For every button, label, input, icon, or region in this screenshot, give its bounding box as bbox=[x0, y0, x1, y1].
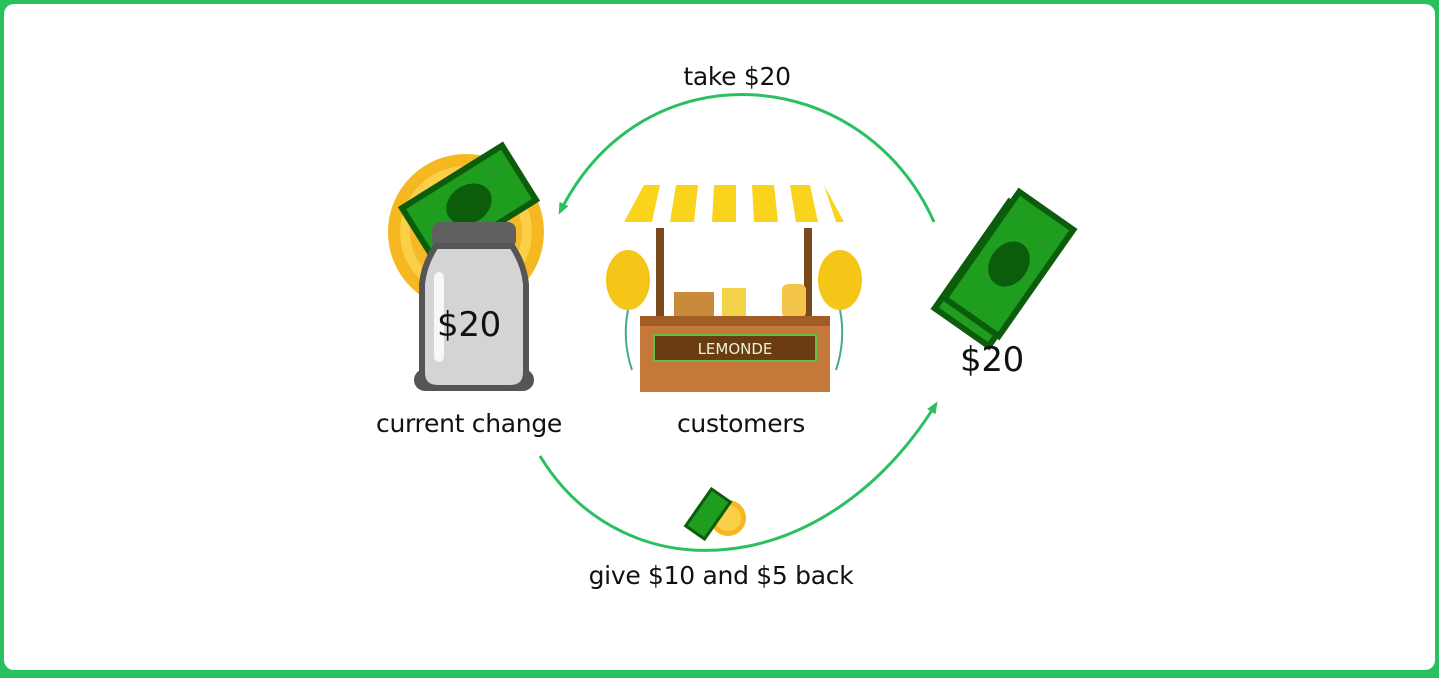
customer-bill-amount: $20 bbox=[960, 340, 1024, 380]
customer-bill-icon bbox=[930, 187, 1078, 351]
top-arrow bbox=[558, 92, 936, 223]
jar-label: current change bbox=[376, 409, 562, 438]
bottom-arrow bbox=[538, 401, 938, 552]
jar-amount: $20 bbox=[437, 305, 501, 345]
change-jar-icon bbox=[388, 141, 544, 391]
top-arrow-label: take $20 bbox=[683, 62, 791, 91]
lemonade-stand-icon: LEMONDE bbox=[606, 185, 862, 392]
flow-arrows bbox=[538, 92, 938, 552]
stand-sign: LEMONDE bbox=[698, 340, 773, 358]
bottom-arrow-label: give $10 and $5 back bbox=[588, 561, 854, 590]
diagram-canvas: $20 current change LEMONDE customers bbox=[4, 4, 1435, 670]
change-bill-coin-icon bbox=[683, 486, 746, 542]
stand-label: customers bbox=[676, 409, 806, 438]
